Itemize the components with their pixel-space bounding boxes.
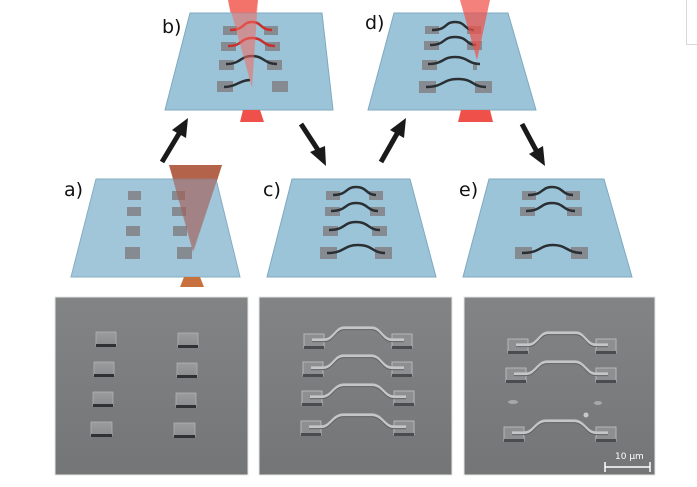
panel-e: e)	[459, 178, 633, 278]
panel-c: c)	[263, 178, 437, 278]
panel-label-e: e)	[459, 179, 478, 201]
panel-label-c: c)	[263, 179, 281, 201]
arrow-c-to-d	[378, 118, 406, 164]
sem-image-three-bridges: 10 µm	[463, 296, 656, 476]
substrate	[462, 178, 633, 278]
scale-bar-label: 10 µm	[615, 452, 644, 462]
arrows	[159, 118, 545, 166]
sem-bridge	[300, 413, 415, 436]
arrow-b-to-c	[298, 122, 326, 166]
panel-d: d)	[365, 0, 537, 122]
laser-beam-overlay	[169, 165, 222, 252]
corner-frame	[686, 0, 697, 45]
panel-label-a: a)	[64, 179, 83, 201]
laser-beam-overlay	[228, 0, 258, 88]
substrate	[367, 12, 537, 111]
laser-beam-bottom	[240, 110, 264, 122]
arrow-d-to-e	[519, 122, 545, 166]
sem-image-four-bridges	[258, 296, 453, 476]
laser-beam-bottom	[180, 277, 204, 287]
panel-a: a)	[64, 165, 241, 287]
sem-bridge	[507, 331, 617, 354]
sem-bridges	[300, 326, 415, 436]
panel-b: b)	[162, 0, 334, 122]
sem-bridge	[503, 419, 617, 442]
bridges	[326, 185, 386, 255]
sem-image-pads	[54, 296, 249, 476]
laser-beam-top	[460, 0, 490, 60]
sem-bridges	[503, 331, 617, 442]
sem-bridge	[505, 360, 617, 383]
sem-bridge	[303, 326, 413, 349]
substrate	[70, 178, 241, 278]
arrow-a-to-b	[159, 118, 188, 164]
debris-marks	[508, 400, 602, 418]
bridges	[425, 20, 487, 89]
sem-bridge	[301, 383, 415, 406]
panel-label-d: d)	[365, 12, 384, 34]
sem-bridge	[302, 354, 413, 377]
bridges	[521, 185, 583, 255]
scale-bar: 10 µm	[604, 452, 651, 472]
sem-pads	[90, 331, 199, 438]
panel-label-b: b)	[162, 16, 181, 38]
substrate	[266, 178, 437, 278]
laser-beam-bottom	[458, 110, 493, 122]
